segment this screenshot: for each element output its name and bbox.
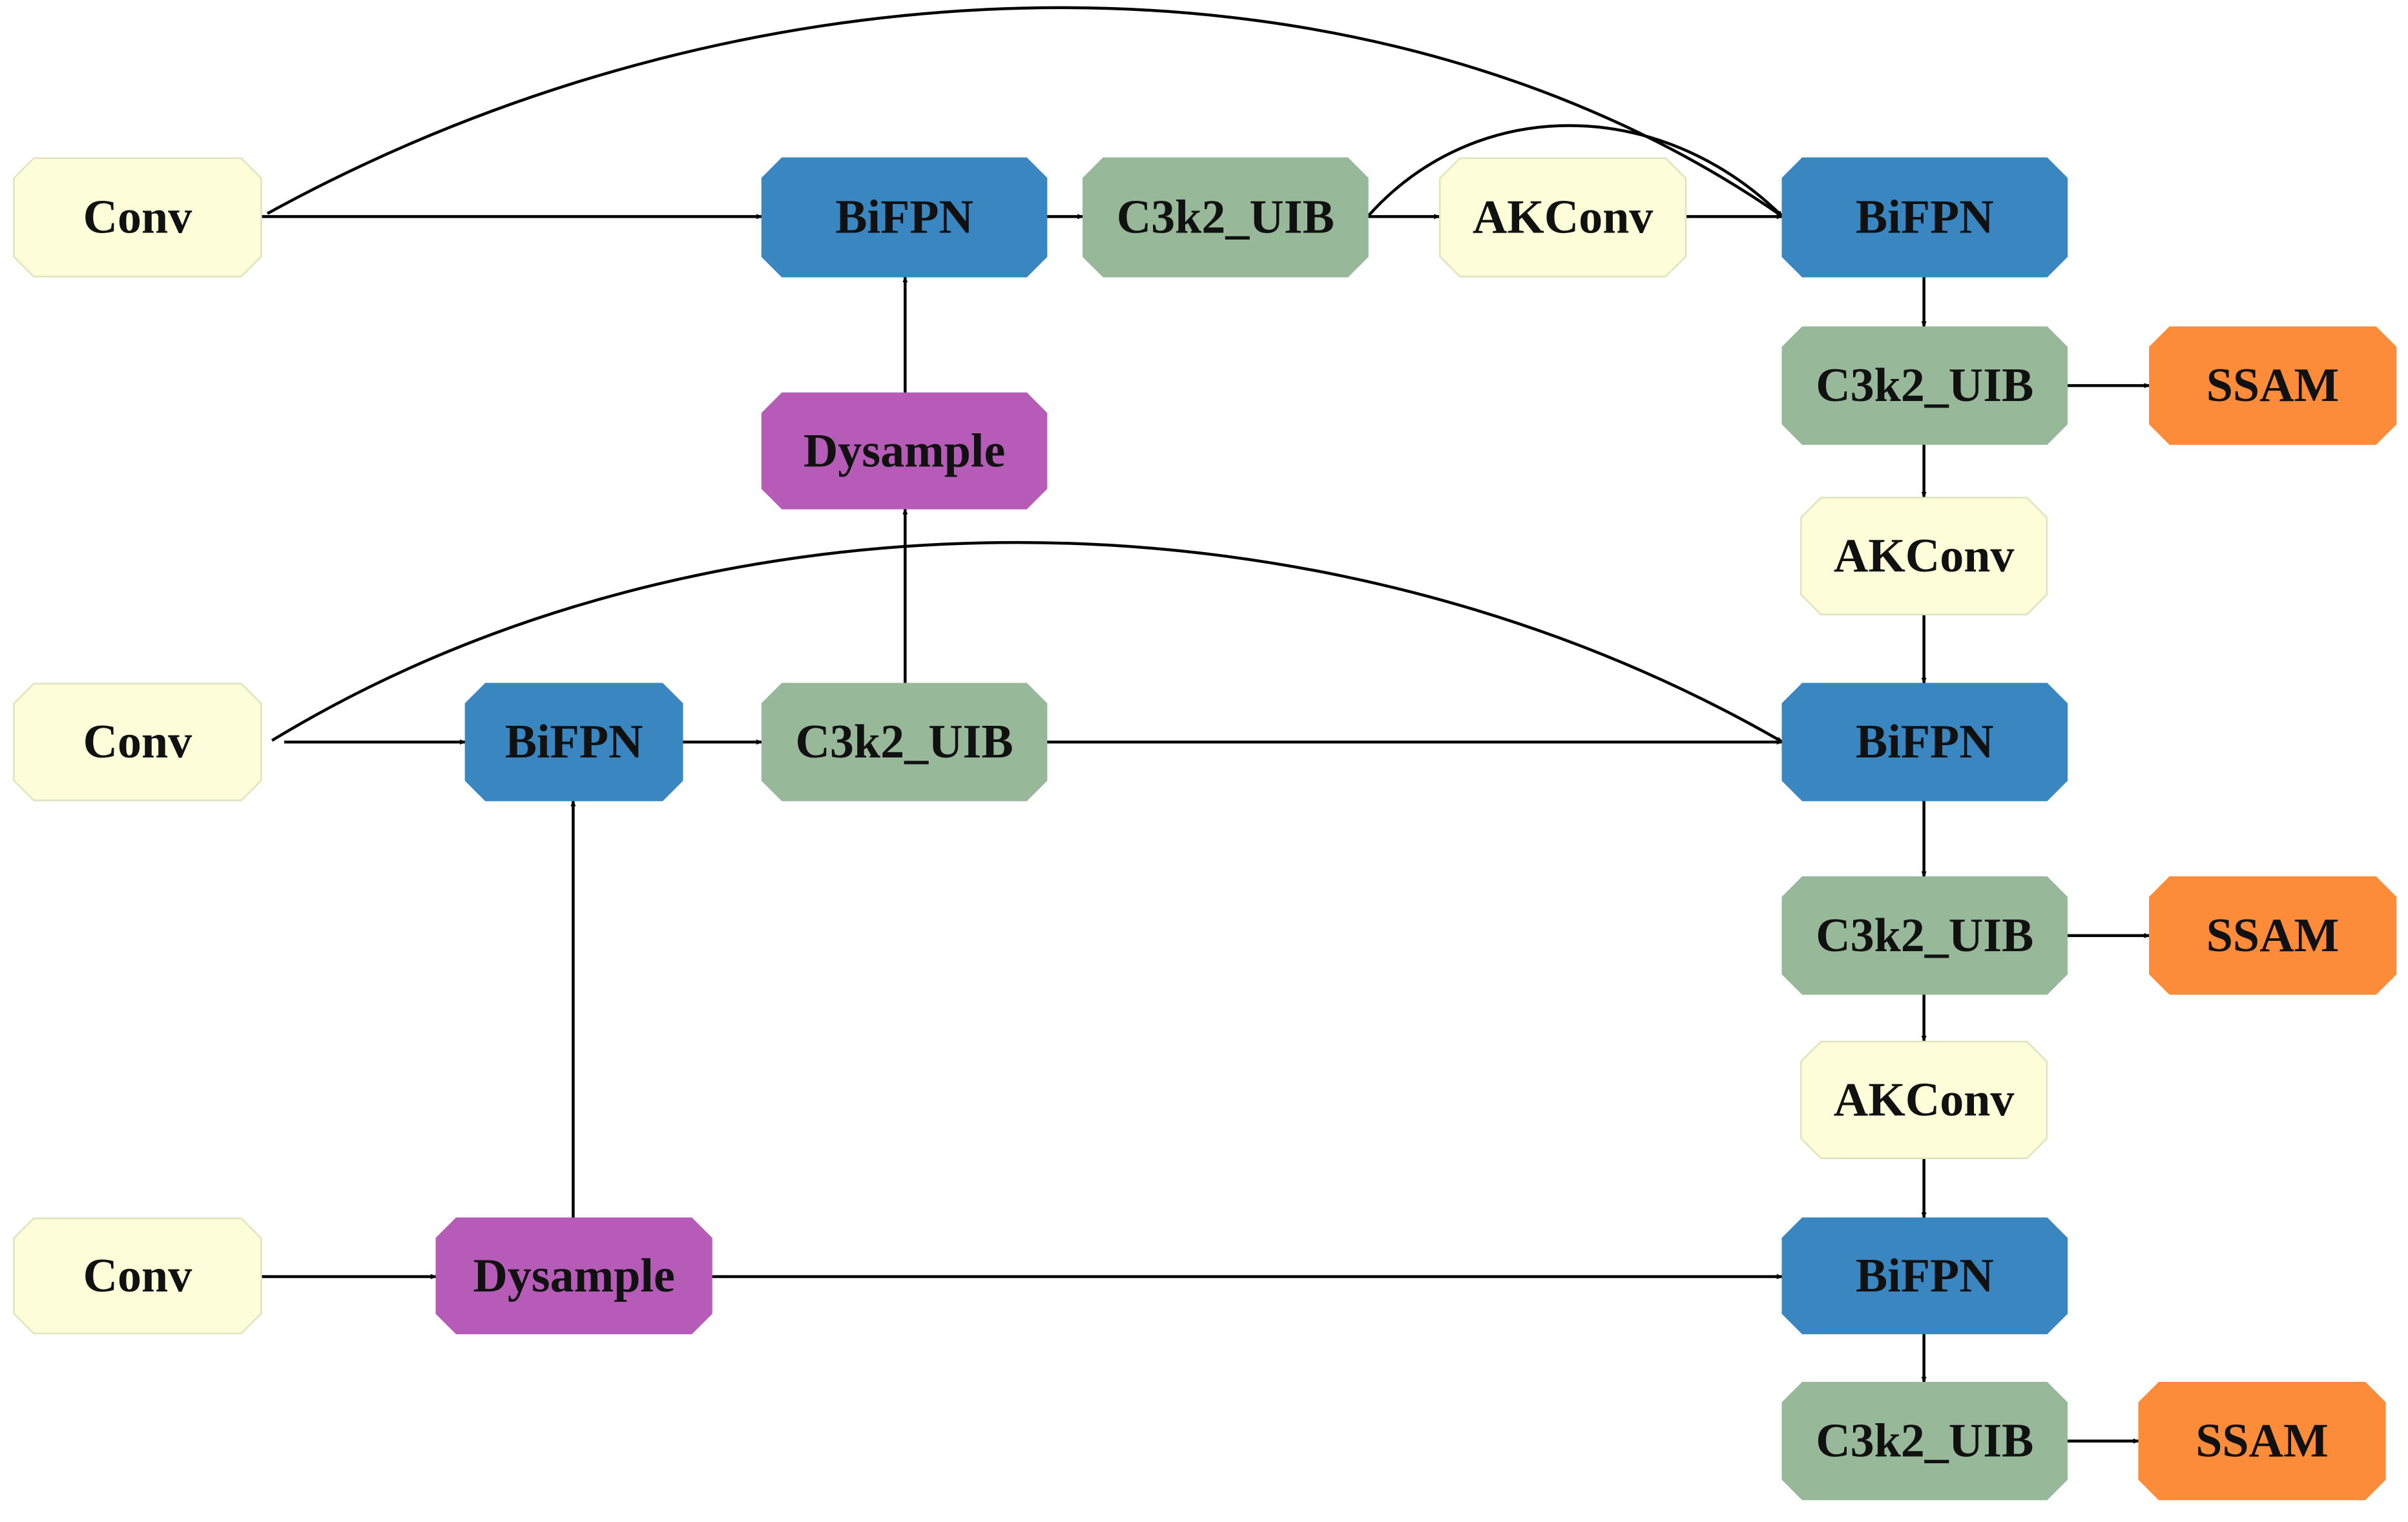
node-label-c3k2-uib-r1: C3k2_UIB bbox=[1816, 359, 2033, 412]
node-akconv-r2: AKConv bbox=[1800, 1040, 2048, 1160]
node-akconv-top: AKConv bbox=[1438, 157, 1687, 278]
node-ssam-3: SSAM bbox=[2138, 1381, 2386, 1501]
node-shape-ssam-2 bbox=[2149, 876, 2397, 995]
edges-layer bbox=[261, 6, 2151, 1444]
node-ssam-1: SSAM bbox=[2149, 326, 2397, 445]
node-dysample-mid: Dysample bbox=[761, 392, 1048, 509]
node-bifpn-mid: BiFPN bbox=[464, 683, 683, 801]
node-label-bifpn-r3: BiFPN bbox=[1856, 1249, 1994, 1302]
node-shape-conv-1 bbox=[13, 157, 262, 278]
node-shape-ssam-1 bbox=[2149, 326, 2397, 445]
node-shape-akconv-r2 bbox=[1800, 1040, 2048, 1160]
node-shape-bifpn-r2 bbox=[1781, 683, 2068, 801]
edge-conv-2-to-bifpn-r2 bbox=[271, 540, 1783, 744]
edge-c3k2-uib-top-to-bifpn-r1 bbox=[1366, 124, 1784, 218]
node-label-conv-2: Conv bbox=[83, 715, 192, 768]
node-label-akconv-top: AKConv bbox=[1473, 191, 1654, 244]
node-akconv-r1: AKConv bbox=[1800, 497, 2048, 615]
node-shape-c3k2-uib-r1 bbox=[1781, 326, 2068, 445]
node-label-akconv-r1: AKConv bbox=[1834, 530, 2015, 582]
node-label-bifpn-r1: BiFPN bbox=[1856, 191, 1994, 244]
node-label-bifpn-mid: BiFPN bbox=[505, 715, 643, 768]
node-shape-dysample-low bbox=[435, 1217, 712, 1335]
node-c3k2-uib-r1: C3k2_UIB bbox=[1781, 326, 2068, 445]
node-conv-1: Conv bbox=[13, 157, 262, 278]
node-conv-3: Conv bbox=[13, 1217, 262, 1335]
node-label-dysample-mid: Dysample bbox=[804, 424, 1005, 477]
node-c3k2-uib-r3: C3k2_UIB bbox=[1781, 1381, 2068, 1501]
node-conv-2: Conv bbox=[13, 683, 262, 801]
node-label-c3k2-uib-r2: C3k2_UIB bbox=[1816, 909, 2033, 962]
node-label-c3k2-uib-top: C3k2_UIB bbox=[1117, 191, 1334, 244]
node-shape-conv-3 bbox=[13, 1217, 262, 1335]
node-bifpn-r2: BiFPN bbox=[1781, 683, 2068, 801]
node-shape-bifpn-top bbox=[761, 157, 1048, 278]
node-shape-bifpn-r3 bbox=[1781, 1217, 2068, 1335]
node-shape-c3k2-uib-top bbox=[1082, 157, 1369, 278]
node-label-ssam-1: SSAM bbox=[2206, 359, 2340, 412]
node-label-conv-3: Conv bbox=[83, 1249, 192, 1302]
node-shape-bifpn-r1 bbox=[1781, 157, 2068, 278]
node-dysample-low: Dysample bbox=[435, 1217, 712, 1335]
node-shape-akconv-r1 bbox=[1800, 497, 2048, 615]
node-label-ssam-3: SSAM bbox=[2195, 1415, 2329, 1468]
node-label-ssam-2: SSAM bbox=[2206, 909, 2340, 962]
node-c3k2-uib-r2: C3k2_UIB bbox=[1781, 876, 2068, 995]
node-c3k2-uib-top: C3k2_UIB bbox=[1082, 157, 1369, 278]
node-c3k2-uib-mid: C3k2_UIB bbox=[761, 683, 1048, 801]
edge-conv-1-to-bifpn-r1 bbox=[266, 6, 1783, 218]
node-shape-ssam-3 bbox=[2138, 1381, 2386, 1501]
node-bifpn-r1: BiFPN bbox=[1781, 157, 2068, 278]
node-shape-c3k2-uib-r3 bbox=[1781, 1381, 2068, 1501]
node-label-bifpn-r2: BiFPN bbox=[1856, 715, 1994, 768]
node-shape-c3k2-uib-mid bbox=[761, 683, 1048, 801]
node-bifpn-top: BiFPN bbox=[761, 157, 1048, 278]
node-label-akconv-r2: AKConv bbox=[1834, 1073, 2015, 1126]
node-bifpn-r3: BiFPN bbox=[1781, 1217, 2068, 1335]
node-shape-dysample-mid bbox=[761, 392, 1048, 509]
node-shape-conv-2 bbox=[13, 683, 262, 801]
node-shape-bifpn-mid bbox=[464, 683, 683, 801]
node-ssam-2: SSAM bbox=[2149, 876, 2397, 995]
node-shape-akconv-top bbox=[1438, 157, 1687, 278]
node-label-dysample-low: Dysample bbox=[473, 1249, 674, 1302]
node-label-bifpn-top: BiFPN bbox=[835, 191, 973, 244]
node-label-c3k2-uib-r3: C3k2_UIB bbox=[1816, 1415, 2033, 1468]
node-label-c3k2-uib-mid: C3k2_UIB bbox=[795, 715, 1013, 768]
node-shape-c3k2-uib-r2 bbox=[1781, 876, 2068, 995]
node-label-conv-1: Conv bbox=[83, 191, 192, 244]
